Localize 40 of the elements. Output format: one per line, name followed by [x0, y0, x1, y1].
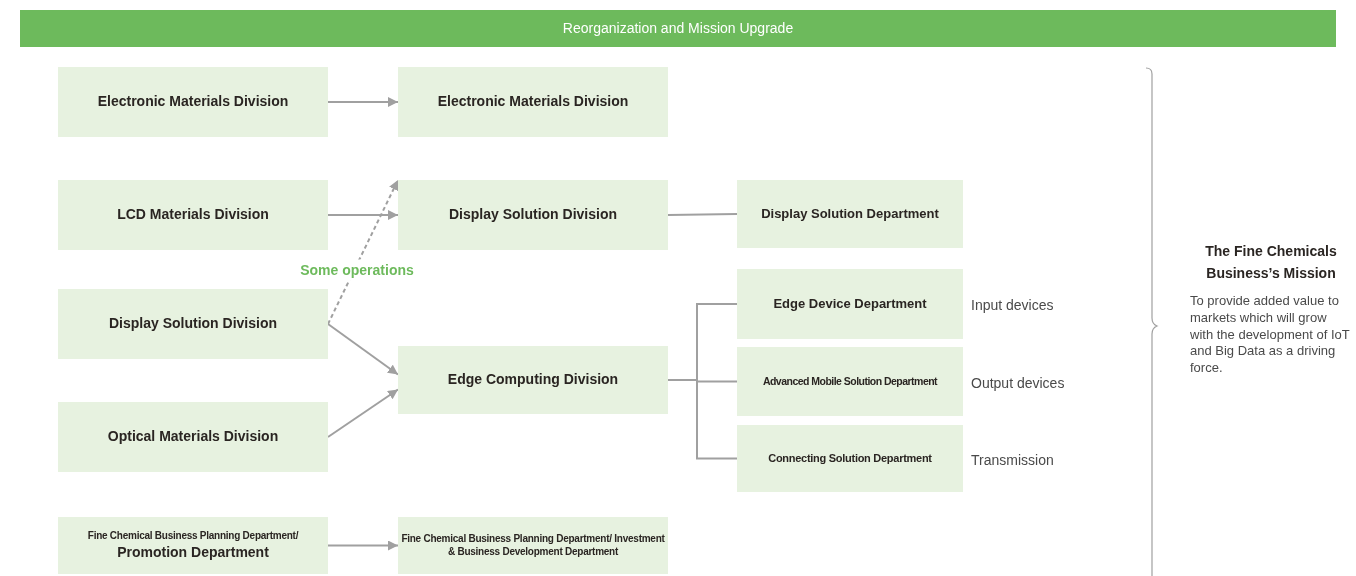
edge-label: Some operations — [298, 259, 416, 281]
unit-box — [737, 425, 963, 492]
unit-box — [58, 289, 328, 359]
unit-name: Fine Chemical Business Planning Department/ — [87, 529, 299, 542]
unit-name: Display Solution Division — [449, 206, 617, 224]
unit-box — [58, 67, 328, 137]
unit-name: Electronic Materials Division — [437, 93, 629, 111]
unit-name: Optical Materials Division — [107, 428, 279, 446]
connector-arrow — [327, 97, 399, 107]
connector-arrow — [327, 210, 399, 220]
unit-name: Edge Computing Division — [447, 371, 619, 389]
unit-name: Display Solution Division — [109, 315, 277, 333]
unit-name: Connecting Solution Department — [768, 451, 932, 466]
unit-box — [737, 269, 963, 339]
unit-box — [737, 180, 963, 248]
unit-box — [398, 517, 668, 574]
unit-name: Electronic Materials Division — [97, 93, 289, 111]
connector-arrow — [327, 179, 399, 325]
mission-text: To provide added value to markets which will grow with the development of IoT and Big Data as a driving force. — [1190, 292, 1351, 378]
connector-arrow — [327, 388, 399, 438]
mission-heading: The Fine Chemicals Business’s Mission — [1204, 242, 1338, 284]
unit-name: Promotion Department — [117, 544, 269, 562]
unit-name: Display Solution Department — [761, 205, 939, 223]
unit-box — [398, 346, 668, 414]
unit-role: Input devices — [971, 296, 1054, 315]
unit-box — [737, 347, 963, 416]
unit-role: Transmission — [971, 450, 1054, 470]
unit-name: LCD Materials Division — [117, 206, 269, 224]
unit-box — [58, 517, 328, 574]
connector-arrow — [327, 540, 399, 551]
unit-name: Edge Device Department — [773, 295, 927, 313]
unit-box — [398, 67, 668, 137]
unit-box — [398, 180, 668, 250]
title-banner: Reorganization and Mission Upgrade — [20, 10, 1336, 47]
unit-box — [58, 180, 328, 250]
unit-name: Advanced Mobile Solution Department — [762, 374, 938, 389]
connector-arrow — [327, 323, 399, 376]
unit-role: Output devices — [971, 373, 1065, 393]
unit-box — [58, 402, 328, 472]
unit-name: Fine Chemical Business Planning Department/ Investment & Business Development Department — [400, 533, 666, 558]
